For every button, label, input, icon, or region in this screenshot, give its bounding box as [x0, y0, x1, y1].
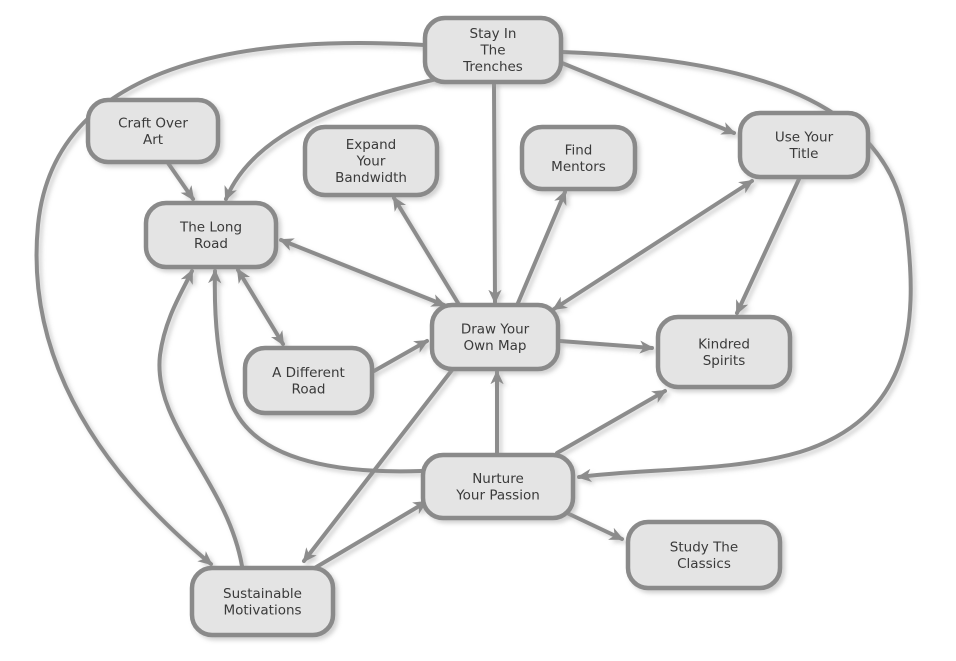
- edge-draw-your-own-map--kindred-spirits: [558, 339, 655, 354]
- edge-draw-your-own-map--find-mentors: [516, 190, 567, 305]
- edge-nurture-your-passion--study-the-classics: [565, 511, 624, 541]
- edge-the-long-road--draw-your-own-map-two-way: [278, 238, 447, 307]
- edge-nurture-your-passion--the-long-road: [208, 268, 423, 474]
- node-label-line: Nurture: [472, 471, 524, 487]
- nodes-layer: [85, 15, 871, 638]
- node-stay-in-the-trenches: [422, 15, 564, 85]
- node-label-line: Kindred: [698, 336, 750, 352]
- edge-draw-your-own-map--sustainable-motivations: [302, 368, 454, 563]
- node-label-line: Mentors: [551, 159, 606, 175]
- node-label-line: Title: [789, 146, 819, 162]
- edge-nurture-your-passion--kindred-spirits: [555, 389, 667, 455]
- node-label-line: Expand: [346, 137, 397, 153]
- node-label-line: The Long: [179, 219, 242, 235]
- node-label-line: Own Map: [463, 338, 526, 354]
- node-label-line: Road: [194, 236, 228, 252]
- edge-a-different-road--draw-your-own-map: [372, 339, 429, 373]
- edge-craft-over-art--the-long-road: [166, 161, 195, 201]
- node-craft-over-art: [85, 97, 221, 165]
- node-label-line: Spirits: [703, 353, 746, 369]
- node-draw-your-own-map: [429, 302, 561, 372]
- edge-stay-in-the-trenches--draw-your-own-map: [488, 81, 502, 305]
- node-nurture-your-passion: [420, 452, 576, 521]
- node-study-the-classics: [625, 519, 783, 591]
- node-label-line: Draw Your: [461, 321, 530, 337]
- edge-stay-in-the-trenches--sustainable-motivations: [34, 41, 426, 566]
- edge-stay-in-the-trenches--use-your-title: [560, 61, 737, 135]
- edge-stay-in-the-trenches--nurture-your-passion: [560, 50, 913, 482]
- node-label-line: The: [479, 43, 505, 59]
- edge-the-long-road--a-different-road-two-way: [236, 268, 285, 346]
- edge-stay-in-the-trenches--the-long-road: [224, 76, 443, 201]
- node-label-line: Trenches: [462, 59, 523, 75]
- edge-sustainable-motivations--the-long-road: [157, 269, 244, 568]
- node-label-line: Study The: [670, 539, 738, 555]
- edge-use-your-title--kindred-spirits: [735, 177, 801, 315]
- node-kindred-spirits: [655, 314, 793, 390]
- node-label-line: Art: [143, 132, 163, 148]
- node-label-line: Find: [565, 142, 593, 158]
- node-label-line: Your Passion: [455, 487, 540, 503]
- node-the-long-road: [143, 200, 279, 270]
- node-label-line: Your: [356, 154, 386, 170]
- node-label-line: Bandwidth: [335, 170, 407, 186]
- node-label-line: Use Your: [775, 129, 834, 145]
- edge-draw-your-own-map--use-your-title-two-way: [552, 179, 754, 311]
- edge-sustainable-motivations--nurture-your-passion: [311, 500, 428, 571]
- node-sustainable-motivations: [189, 565, 336, 638]
- edges-layer: [34, 41, 913, 571]
- node-label-line: Motivations: [223, 602, 301, 618]
- node-label-line: A Different: [272, 365, 345, 381]
- node-label-line: Sustainable: [223, 586, 302, 602]
- node-a-different-road: [242, 345, 375, 416]
- node-find-mentors: [519, 124, 638, 192]
- node-use-your-title: [737, 110, 871, 180]
- node-label-line: Road: [292, 381, 326, 397]
- node-label-line: Stay In: [470, 26, 517, 42]
- node-label-line: Craft Over: [118, 115, 188, 131]
- node-expand-your-bandwidth: [302, 124, 440, 198]
- node-label-line: Classics: [677, 556, 731, 572]
